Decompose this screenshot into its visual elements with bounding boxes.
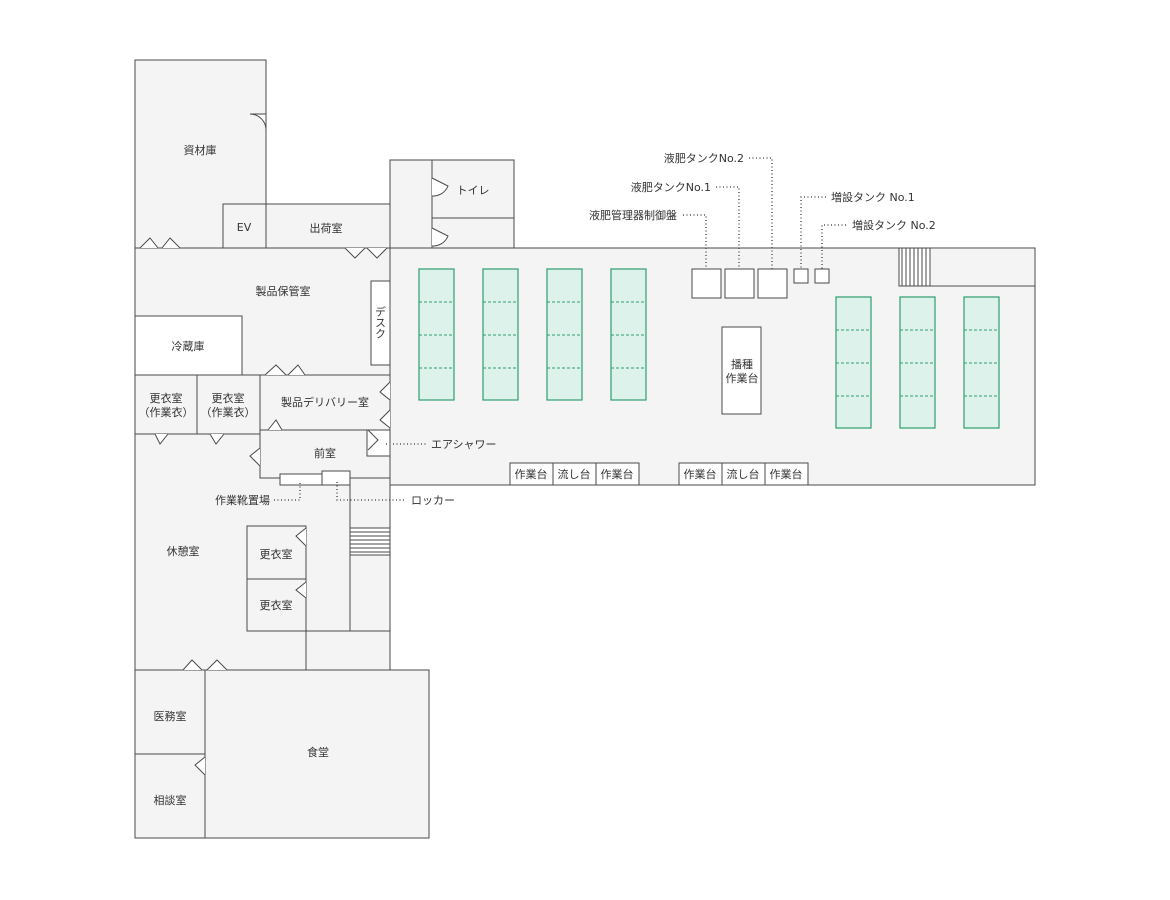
equipment: [509, 268, 830, 486]
label-cold-storage: 冷蔵庫: [172, 339, 205, 353]
label-shipping: 出荷室: [310, 221, 343, 235]
shoe-shelf: [279, 473, 323, 486]
bed: [835, 296, 872, 429]
callout-extra-tank2: 増設タンク No.2: [852, 218, 936, 232]
label-product-delivery: 製品デリバリー室: [281, 395, 369, 409]
label-changing-1: 更衣室: [260, 547, 293, 561]
bed: [418, 268, 455, 401]
callout-tank2: 液肥タンクNo.2: [664, 151, 744, 165]
room-cafeteria: [204, 669, 430, 839]
callout-labels: 液肥タンクNo.2 液肥タンクNo.1 液肥管理器制御盤 増設タンク No.1 …: [215, 151, 936, 507]
workbench: [595, 462, 640, 486]
room-consultation: [134, 753, 206, 839]
label-cafeteria: 食堂: [307, 745, 329, 759]
bed: [482, 268, 519, 401]
room-changing-2: [246, 578, 307, 632]
callout-control-panel: 液肥管理器制御盤: [589, 208, 677, 222]
tank-1: [724, 268, 755, 299]
room-ev: [222, 203, 267, 249]
label-changing-workwear-a-1: 更衣室: [150, 391, 183, 405]
label-workbench: 作業台: [601, 467, 634, 481]
room-shipping: [265, 203, 391, 249]
room-toilet-block: [389, 159, 515, 249]
callout-tank1: 液肥タンクNo.1: [631, 180, 711, 194]
extra-tank-2: [814, 268, 830, 284]
label-workbench: 作業台: [515, 467, 548, 481]
room-cold-storage: [134, 315, 243, 376]
callout-shoe-area: 作業靴置場: [215, 493, 270, 507]
workbench: [764, 462, 809, 486]
doors: [139, 113, 449, 776]
label-sink: 流し台: [727, 467, 760, 481]
room-changing-workwear-a: [134, 374, 198, 435]
locker: [321, 470, 351, 486]
label-toilet: トイレ: [457, 184, 490, 197]
callout-extra-tank1: 増設タンク No.1: [831, 190, 915, 204]
room-labels: 資材庫 EV 出荷室 トイレ 製品保管室 デスク 冷蔵庫 更衣室 （作業衣） 更…: [139, 143, 759, 807]
bed: [963, 296, 1000, 429]
label-consultation: 相談室: [154, 793, 187, 807]
label-desk: デスク: [374, 305, 387, 339]
extra-tank-1: [793, 268, 809, 284]
room-medical: [134, 669, 206, 755]
label-workbench: 作業台: [770, 467, 803, 481]
bed: [610, 268, 647, 401]
callout-air-shower: エアシャワー: [431, 438, 497, 451]
equipment-labels: 作業台 流し台 作業台 作業台 流し台 作業台: [515, 467, 803, 481]
label-materials: 資材庫: [184, 143, 217, 157]
label-workbench: 作業台: [684, 467, 717, 481]
label-seeding-2: 作業台: [726, 371, 759, 385]
tank-2: [757, 268, 788, 299]
bed: [899, 296, 936, 429]
label-changing-workwear-a-2: （作業衣）: [139, 405, 194, 419]
stairs-lounge: [349, 527, 391, 556]
room-changing-1: [246, 525, 307, 580]
label-medical: 医務室: [154, 709, 187, 723]
control-panel: [691, 268, 722, 299]
label-changing-workwear-b-2: （作業衣）: [201, 405, 256, 419]
room-changing-workwear-b: [196, 374, 261, 435]
building-outline: [134, 59, 1036, 839]
growing-beds: [418, 268, 1000, 429]
label-ev: EV: [237, 221, 252, 234]
label-seeding-1: 播種: [731, 357, 753, 371]
callout-locker: ロッカー: [411, 494, 455, 507]
label-changing-2: 更衣室: [260, 598, 293, 612]
bed: [546, 268, 583, 401]
label-anteroom: 前室: [314, 446, 336, 460]
stairs-growing-room: [898, 247, 1036, 287]
label-product-storage: 製品保管室: [256, 284, 311, 298]
seeding-table: [721, 326, 762, 415]
label-lounge: 休憩室: [167, 544, 200, 558]
callout-lines: [274, 157, 846, 501]
label-changing-workwear-b-1: 更衣室: [212, 391, 245, 405]
label-sink: 流し台: [558, 467, 591, 481]
